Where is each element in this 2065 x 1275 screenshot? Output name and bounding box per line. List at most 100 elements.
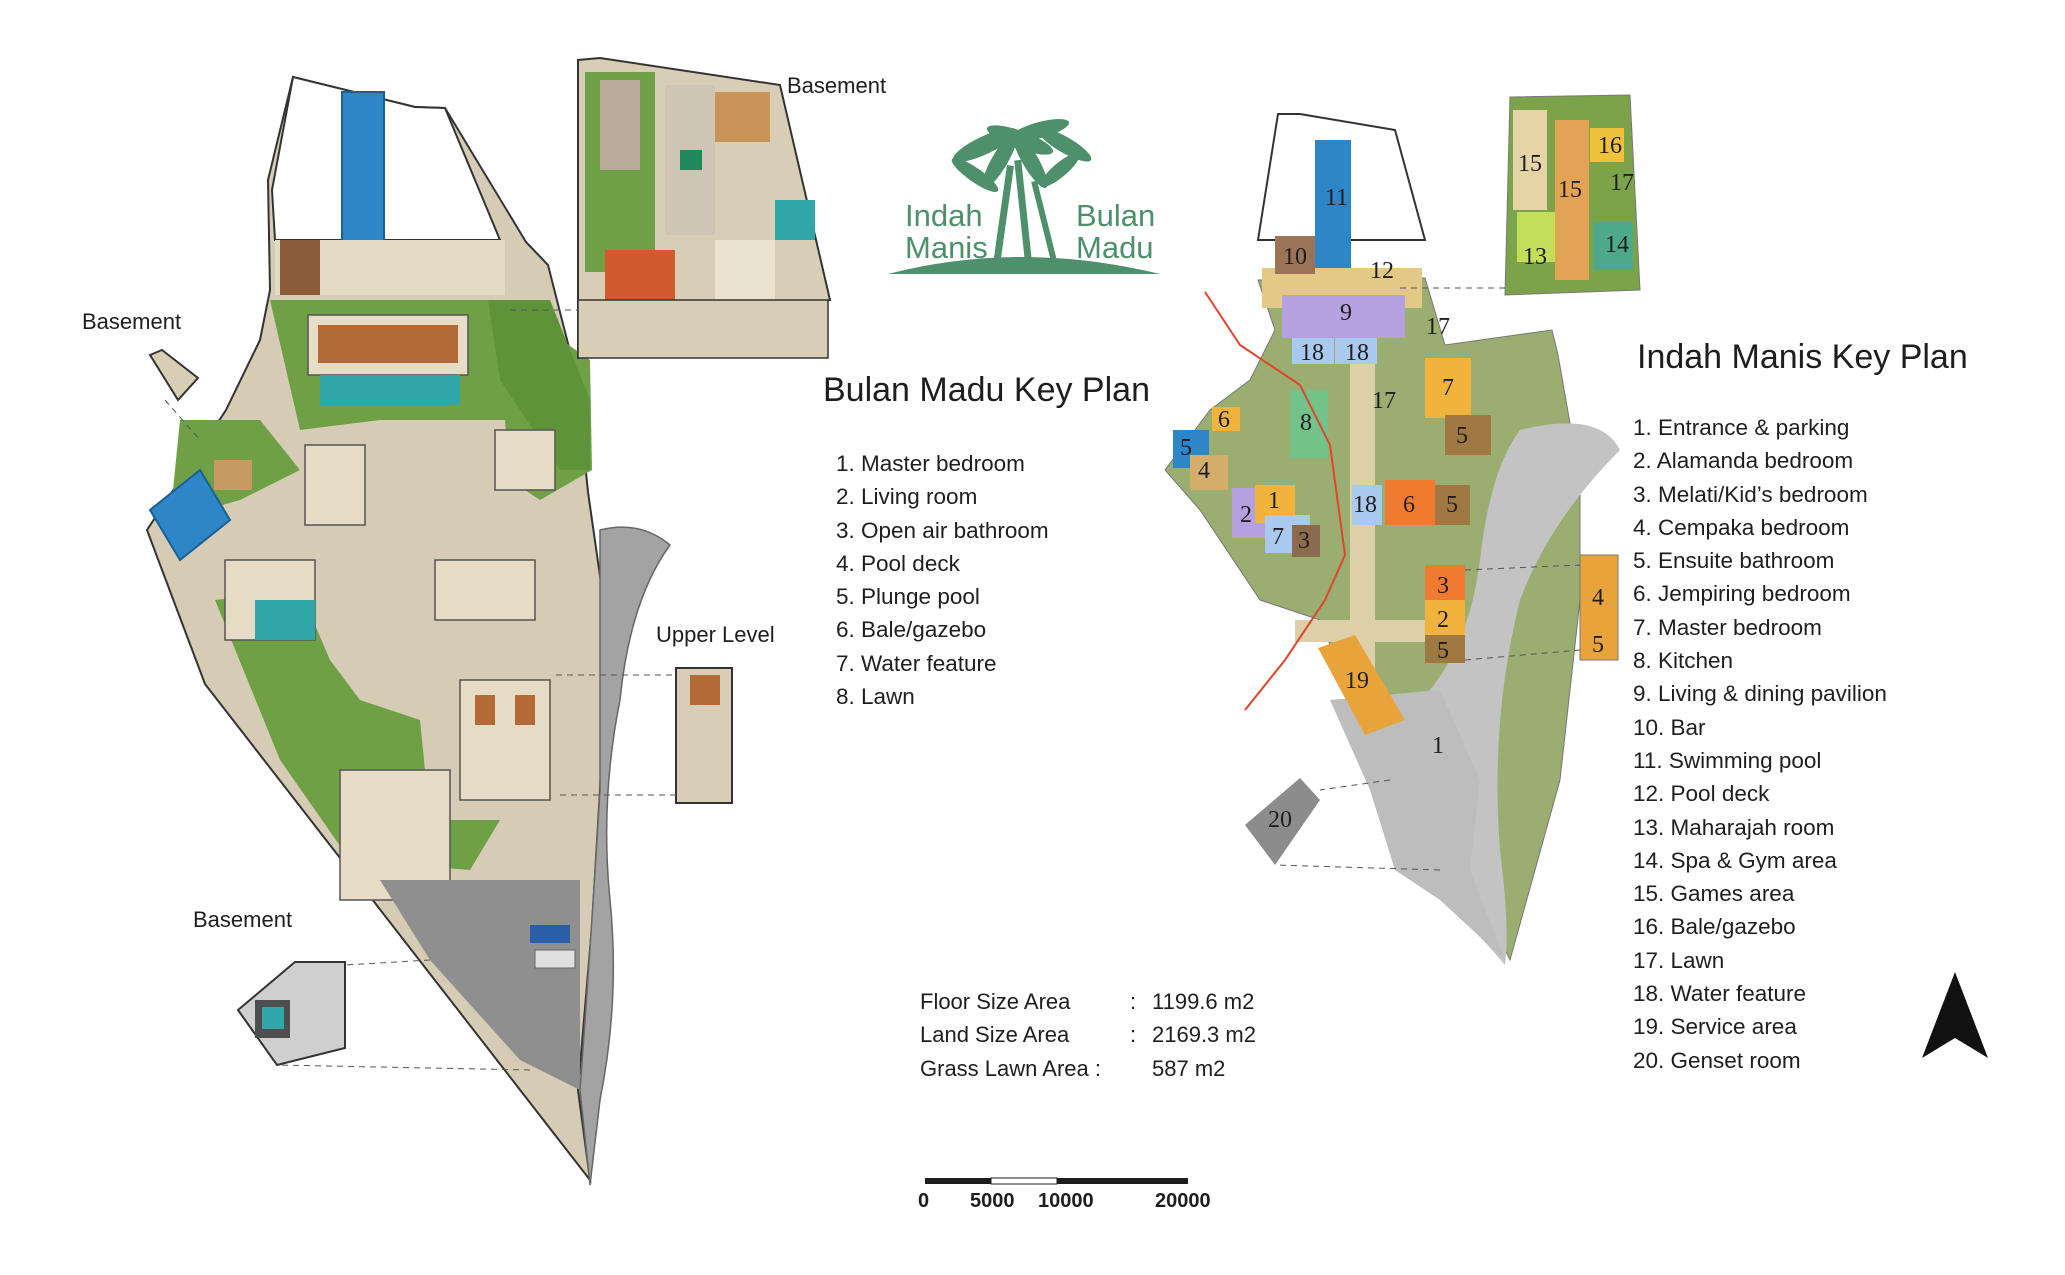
zone-number: 4 bbox=[1592, 585, 1604, 611]
bulan-madu-basement-bottom bbox=[236, 961, 346, 1067]
legend-item: 12. Pool deck bbox=[1633, 781, 1770, 807]
zone-number: 5 bbox=[1592, 632, 1604, 658]
basement-label-bottom: Basement bbox=[193, 907, 293, 932]
scale-tick: 10000 bbox=[1038, 1190, 1094, 1212]
zone-number: 11 bbox=[1325, 185, 1348, 211]
bulan-madu-road bbox=[579, 526, 672, 1186]
logo-word-manis: Manis bbox=[905, 230, 988, 265]
stat-row-floor: Floor Size Area:1199.6 m2 bbox=[920, 985, 1256, 1018]
basement-label-left: Basement bbox=[82, 309, 182, 334]
zone-number: 16 bbox=[1598, 133, 1622, 159]
zone-number: 15 bbox=[1518, 151, 1542, 177]
legend-item: 5. Plunge pool bbox=[836, 584, 980, 610]
legend-item: 8. Kitchen bbox=[1633, 648, 1734, 674]
logo-word-indah: Indah bbox=[905, 198, 983, 233]
legend-item: 1. Master bedroom bbox=[836, 451, 1025, 476]
legend-item: 6. Bale/gazebo bbox=[836, 617, 987, 643]
legend-item: 3. Melati/Kid’s bedroom bbox=[1633, 481, 1868, 507]
zone-number: 17 bbox=[1372, 388, 1396, 414]
zone-number: 19 bbox=[1345, 668, 1369, 694]
legend-item: 7. Water feature bbox=[836, 650, 997, 676]
stat-sep: : bbox=[1130, 989, 1137, 1014]
zone-number: 6 bbox=[1218, 407, 1230, 433]
zone-number: 7 bbox=[1442, 375, 1454, 401]
zone-number: 13 bbox=[1523, 244, 1547, 270]
legend-item: 16. Bale/gazebo bbox=[1633, 914, 1796, 940]
zone-number: 17 bbox=[1426, 314, 1450, 340]
zone-number: 5 bbox=[1446, 492, 1458, 518]
indah-manis-title: Indah Manis Key Plan bbox=[1637, 338, 1968, 376]
scale-bar: 0 5000 10000 20000 bbox=[918, 1177, 1211, 1212]
stat-key: Floor Size Area bbox=[920, 989, 1071, 1014]
palm-logo-icon: Indah Manis Bulan Madu bbox=[888, 119, 1160, 274]
legend-item: 4. Pool deck bbox=[836, 550, 960, 576]
stat-key: Grass Lawn Area : bbox=[920, 1055, 1101, 1081]
legend-item: 2. Alamanda bedroom bbox=[1633, 448, 1854, 474]
legend-item: 1. Entrance & parking bbox=[1633, 415, 1850, 440]
zone-number: 20 bbox=[1268, 807, 1292, 833]
zone-number: 8 bbox=[1300, 410, 1312, 436]
zone-number: 5 bbox=[1437, 638, 1449, 664]
indah-manis-legend: 1. Entrance & parking 2. Alamanda bedroo… bbox=[1633, 411, 1887, 1077]
legend-item: 17. Lawn bbox=[1633, 947, 1725, 973]
stat-value: 2169.3 m2 bbox=[1152, 1022, 1256, 1048]
indah-manis-site-plan: 11 10 12 9 17 18 18 17 7 5 8 6 5 4 2 1 7… bbox=[1164, 94, 1641, 965]
zone-number: 18 bbox=[1353, 492, 1377, 518]
zone-number: 3 bbox=[1298, 528, 1310, 554]
zone-number: 6 bbox=[1403, 492, 1415, 518]
logo-word-bulan: Bulan bbox=[1076, 198, 1155, 233]
bulan-madu-title: Bulan Madu Key Plan bbox=[823, 371, 1150, 409]
zone-number: 5 bbox=[1456, 423, 1468, 449]
stat-key: Land Size Area bbox=[920, 1022, 1070, 1048]
scale-tick: 5000 bbox=[970, 1190, 1015, 1212]
north-arrow-icon bbox=[1922, 972, 1988, 1058]
legend-item: 20. Genset room bbox=[1633, 1047, 1801, 1073]
zone-number: 5 bbox=[1180, 435, 1192, 461]
basement-label-top: Basement bbox=[787, 73, 887, 98]
legend-item: 19. Service area bbox=[1633, 1014, 1797, 1040]
logo-word-madu: Madu bbox=[1076, 230, 1154, 265]
area-stats: Floor Size Area:1199.6 m2 Land Size Area… bbox=[920, 985, 1256, 1085]
legend-item: 8. Lawn bbox=[836, 684, 915, 710]
legend-item: 18. Water feature bbox=[1633, 981, 1807, 1007]
scale-tick: 0 bbox=[918, 1190, 929, 1212]
zone-number: 17 bbox=[1610, 170, 1634, 196]
legend-item: 15. Games area bbox=[1633, 881, 1795, 907]
zone-number: 7 bbox=[1272, 524, 1284, 550]
legend-item: 13. Maharajah room bbox=[1633, 814, 1835, 840]
zone-number: 18 bbox=[1300, 340, 1324, 366]
zone-number: 1 bbox=[1432, 733, 1444, 759]
zone-number: 9 bbox=[1340, 300, 1352, 326]
legend-item: 2. Living room bbox=[836, 484, 978, 510]
stat-value: 587 m2 bbox=[1152, 1055, 1226, 1081]
legend-item: 3. Open air bathroom bbox=[836, 517, 1049, 543]
zone-number: 1 bbox=[1268, 488, 1280, 514]
legend-item: 6. Jempiring bedroom bbox=[1633, 581, 1851, 607]
stat-value: 1199.6 m2 bbox=[1152, 989, 1255, 1014]
zone-number: 12 bbox=[1370, 258, 1394, 284]
legend-item: 11. Swimming pool bbox=[1633, 747, 1822, 773]
zone-number: 10 bbox=[1283, 244, 1307, 270]
bulan-madu-site-plan bbox=[145, 56, 832, 1186]
zone-number: 14 bbox=[1605, 232, 1629, 258]
zone-number: 2 bbox=[1437, 607, 1449, 633]
legend-item: 10. Bar bbox=[1633, 714, 1706, 740]
stat-sep: : bbox=[1130, 1022, 1137, 1048]
upper-level-label: Upper Level bbox=[656, 622, 775, 647]
legend-item: 7. Master bedroom bbox=[1633, 614, 1822, 640]
indah-manis-boundary-line bbox=[1204, 291, 1347, 711]
scale-tick: 20000 bbox=[1155, 1190, 1211, 1212]
zone-number: 4 bbox=[1198, 458, 1210, 484]
legend-item: 4. Cempaka bedroom bbox=[1633, 514, 1850, 540]
legend-item: 9. Living & dining pavilion bbox=[1633, 681, 1887, 707]
zone-number: 18 bbox=[1345, 340, 1369, 366]
stat-row-lawn: Grass Lawn Area : 587 m2 bbox=[920, 1052, 1256, 1085]
zone-number: 3 bbox=[1437, 573, 1449, 599]
zone-number: 2 bbox=[1240, 502, 1252, 528]
bulan-madu-legend: 1. Master bedroom 2. Living room 3. Open… bbox=[836, 447, 1049, 713]
stat-row-land: Land Size Area:2169.3 m2 bbox=[920, 1018, 1256, 1051]
legend-item: 14. Spa & Gym area bbox=[1633, 847, 1837, 873]
legend-item: 5. Ensuite bathroom bbox=[1633, 548, 1835, 574]
indah-manis-zone-numbers: 11 10 12 9 17 18 18 17 7 5 8 6 5 4 2 1 7… bbox=[1180, 133, 1634, 833]
